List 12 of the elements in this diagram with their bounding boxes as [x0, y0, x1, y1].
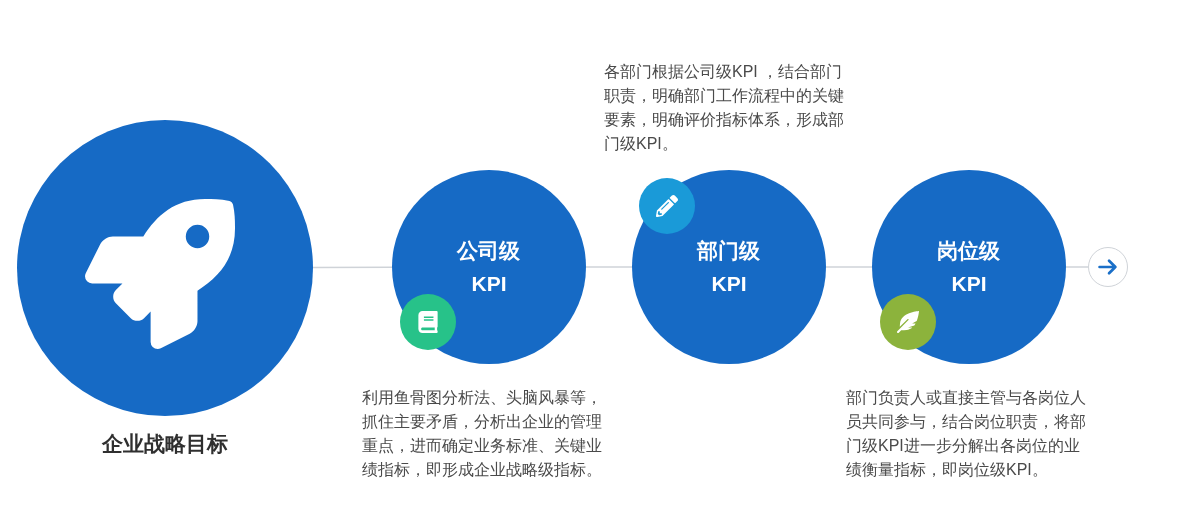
node-title: 岗位级 KPI	[936, 238, 1002, 297]
connector-line	[585, 266, 633, 268]
connector-line	[825, 266, 873, 268]
description-text: 部门负责人或直接主管与各岗位人员共同参与，结合岗位职责，将部门级KPI进一步分解出各岗位的业绩衡量指标，即岗位级KPI。	[846, 388, 1087, 480]
description-text: 各部门根据公司级KPI ，结合部门职责，明确部门工作流程中的关键要素，明确评价指标体系，形成部门级KPI。	[604, 62, 845, 154]
node-title: 公司级 KPI	[456, 238, 522, 297]
caption-text: 企业战略目标	[101, 432, 229, 456]
connector-line	[312, 266, 393, 269]
connector-line	[1065, 266, 1089, 268]
next-circle	[1088, 247, 1128, 287]
node-title: 部门级 KPI	[695, 238, 762, 297]
description-text: 利用鱼骨图分析法、头脑风暴等，抓住主要矛盾，分析出企业的管理重点，进而确定业务标准、关键业绩指标，即形成企业战略级指标。	[362, 388, 603, 480]
